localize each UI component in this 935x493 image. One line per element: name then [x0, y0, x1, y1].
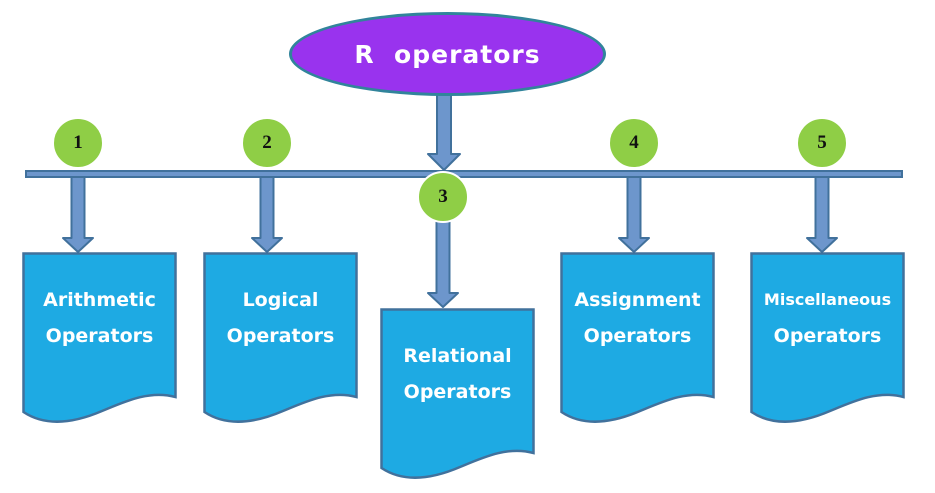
root-node-ellipse: R operators [289, 12, 606, 96]
badge-circle-1: 1 [52, 117, 104, 169]
node-assignment-operators: Assignment Operators [560, 252, 715, 430]
node-label: Assignment Operators [574, 289, 701, 347]
node-relational-operators: Relational Operators [380, 308, 535, 486]
badge-circle-4: 4 [608, 117, 660, 169]
document-shape [22, 252, 177, 423]
document-shape [380, 308, 535, 479]
badge-circle-3: 3 [417, 171, 469, 223]
node-label: Arithmetic Operators [43, 289, 156, 347]
node-label: Miscellaneous Operators [763, 290, 892, 347]
badge-number-1: 1 [73, 132, 83, 153]
node-arithmetic-operators: Arithmetic Operators [22, 252, 177, 430]
document-shape [203, 252, 358, 423]
node-label: Relational Operators [403, 345, 512, 403]
badge-number-2: 2 [262, 132, 272, 153]
node-logical-operators: Logical Operators [203, 252, 358, 430]
distribution-line [25, 170, 903, 178]
root-node-label: R operators [354, 39, 541, 69]
badge-circle-2: 2 [241, 117, 293, 169]
document-shape [560, 252, 715, 423]
badge-number-3: 3 [438, 186, 448, 207]
arrow-branch-2 [251, 176, 283, 253]
document-shape [750, 252, 905, 423]
node-label: Logical Operators [226, 289, 335, 347]
arrow-branch-4 [618, 176, 650, 253]
node-miscellaneous-operators: Miscellaneous Operators [750, 252, 905, 430]
arrow-root-to-line [427, 87, 461, 171]
arrow-branch-1 [62, 176, 94, 253]
badge-number-5: 5 [817, 132, 827, 153]
badge-circle-5: 5 [796, 117, 848, 169]
badge-number-4: 4 [629, 132, 639, 153]
arrow-branch-5 [806, 176, 838, 253]
arrow-branch-3 [427, 220, 459, 308]
